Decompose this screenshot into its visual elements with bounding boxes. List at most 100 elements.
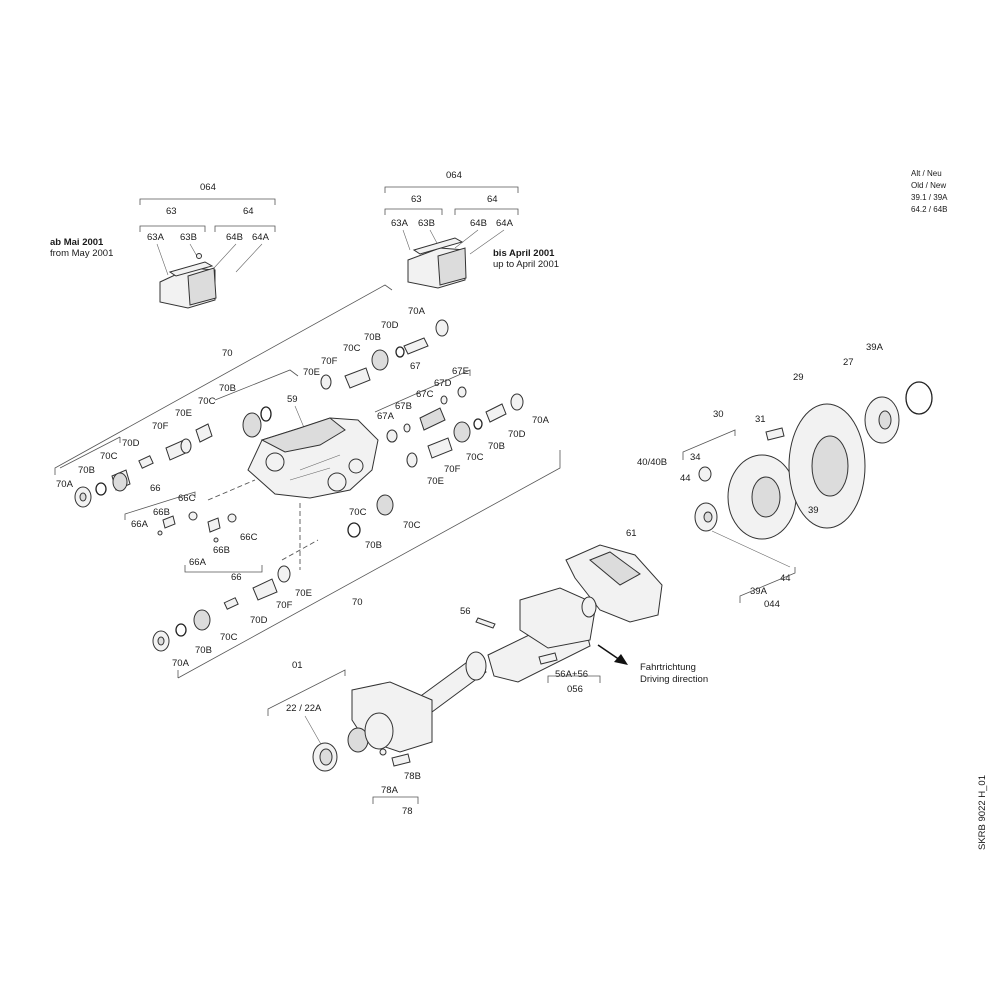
label-66A-2: 66A [189,557,207,568]
label-67E: 67E [452,366,469,377]
label-064-right: 064 [446,170,462,181]
label-27: 27 [843,357,854,368]
label-39A-top: 39A [866,342,884,353]
axle-stub: 01 22 / 22A 78B 78A 78 [267,651,487,817]
brake-pad-set-old: 064 63 64 63A 63B 64B 64A [384,170,519,289]
caliper-kit-bracket-bottom: 70 [177,450,561,679]
direction-label-de: Fahrtrichtung [640,662,696,673]
note-from-may-de: ab Mai 2001 [50,237,104,248]
label-70F-7: 70F [276,600,293,611]
label-70C-5: 70C [349,507,367,518]
piston-kit-left: 70A 70B 70C 70D 70F 70E 70B 70C [56,383,272,508]
label-56: 56 [460,606,471,617]
label-70D-1: 70D [122,438,140,449]
caliper-housing: 59 [247,394,379,499]
piston-kit-right: 70A 70D 70B 70C 70F 70E 70C 70B 70C [347,393,550,551]
label-64-left: 64 [243,206,254,217]
label-64B-left: 64B [226,232,243,243]
bracket-064-left [139,198,276,205]
label-40-40B: 40/40B [637,457,667,468]
legend-line-3: 39.1 / 39A [911,193,948,202]
label-70E-1: 70E [175,408,192,419]
bracket-63-64-left [139,225,276,232]
note-from-may-en: from May 2001 [50,248,113,259]
note-until-april-de: bis April 2001 [493,248,555,259]
label-39A-bottom: 39A [750,586,768,597]
label-44-a: 44 [680,473,691,484]
brake-pad-set-new: 064 63 64 63A 63B 64B 64A [139,182,276,309]
caliper-carrier: 61 [565,528,663,623]
label-056: 056 [567,684,583,695]
piston-kit-bottom: 70E 70F 70D 70C 70B 70A [152,565,312,669]
pad-spring [168,261,214,277]
label-064-left: 064 [200,182,216,193]
label-70C-6: 70C [403,520,421,531]
label-70C-2: 70C [198,396,216,407]
old-new-legend: Alt / Neu Old / New 39.1 / 39A 64.2 / 64… [911,169,948,214]
label-66B-1: 66B [153,507,170,518]
piston-kit-top-right: 70A 70D 70B 70C 70F 70E [303,306,449,390]
label-30: 30 [713,409,724,420]
label-61: 61 [626,528,637,539]
label-70D-7: 70D [250,615,268,626]
label-67B: 67B [395,401,412,412]
label-66-bottom: 66 [231,572,242,583]
axle-beam: 56 56A+56 056 [460,587,601,695]
label-39: 39 [808,505,819,516]
label-70C-4: 70C [466,452,484,463]
drawing-id: SKRB 9022 H_01 [977,775,988,850]
label-66C-2: 66C [240,532,258,543]
label-70-bottom: 70 [352,597,363,608]
label-70B-2: 70B [219,383,236,394]
caliper-kit-bracket-top: 70 [54,284,393,475]
label-66-top: 66 [150,483,161,494]
label-66B-2: 66B [213,545,230,556]
label-70-top: 70 [222,348,233,359]
label-22-22A: 22 / 22A [286,703,322,714]
label-70A-3: 70A [408,306,426,317]
legend-line-2: Old / New [911,181,946,190]
label-34: 34 [690,452,701,463]
label-70B-7: 70B [195,645,212,656]
label-63A-left: 63A [147,232,165,243]
label-67A: 67A [377,411,395,422]
arrow-right-icon [614,654,628,665]
label-64A-right: 64A [496,218,514,229]
label-70E-3: 70E [303,367,320,378]
label-29: 29 [793,372,804,383]
label-70B-3: 70B [364,332,381,343]
label-70A-7: 70A [172,658,190,669]
label-70F-4: 70F [444,464,461,475]
label-70C-1: 70C [100,451,118,462]
label-70C-3: 70C [343,343,361,354]
label-67D: 67D [434,378,452,389]
label-70B-5: 70B [365,540,382,551]
label-63-left: 63 [166,206,177,217]
label-64-right: 64 [487,194,498,205]
label-70F-1: 70F [152,421,169,432]
label-67C: 67C [416,389,434,400]
note-until-april-en: up to April 2001 [493,259,559,270]
oring-70B [95,482,107,496]
label-59: 59 [287,394,298,405]
label-70D-4: 70D [508,429,526,440]
label-70F-3: 70F [321,356,338,367]
adjuster-70D [138,455,154,469]
label-70A-4: 70A [532,415,550,426]
label-70B-4: 70B [488,441,505,452]
hub-disc-assembly: 30 31 34 44 40/40B 29 27 39A 39 44 39A 0… [637,342,933,610]
legend-line-4: 64.2 / 64B [911,205,947,214]
label-70D-3: 70D [381,320,399,331]
boot-70C-2 [242,412,262,438]
label-67: 67 [410,361,421,372]
direction-label-en: Driving direction [640,674,708,685]
label-78A: 78A [381,785,399,796]
label-66C-1: 66C [178,493,196,504]
label-64B-right: 64B [470,218,487,229]
label-64A-left: 64A [252,232,270,243]
label-31: 31 [755,414,766,425]
sleeve-70E [195,423,213,443]
label-63A-right: 63A [391,218,409,229]
label-44-b: 44 [780,573,791,584]
